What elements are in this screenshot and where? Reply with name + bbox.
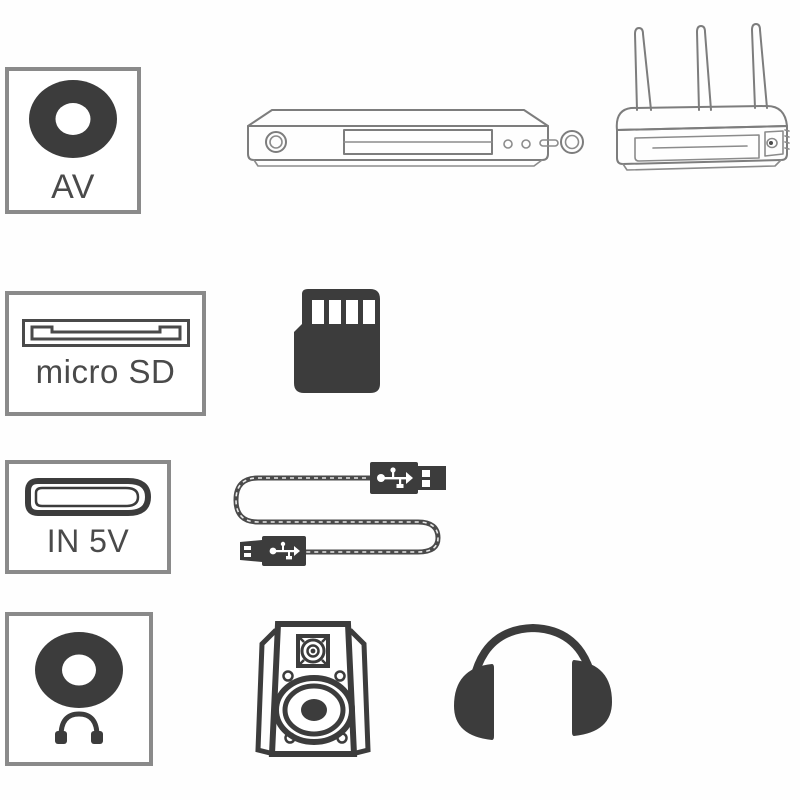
port-box-headphone [5,612,153,766]
headphone-glyph [55,711,103,744]
router-illustration [595,18,795,178]
micro-sd-card-illustration [290,288,382,398]
port-box-micro-sd: micro SD [5,291,206,416]
usb-cable-illustration [222,452,452,570]
micro-sd-slot-icon [21,319,190,347]
port-label-in-5v: IN 5V [46,523,130,559]
headphones-illustration [448,614,618,744]
port-box-in-5v: IN 5V [5,460,171,574]
port-box-av: AV [5,67,141,214]
port-label-av: AV [51,167,95,206]
av-jack-icon [29,79,117,158]
dvd-player-illustration [232,104,584,174]
port-label-micro-sd: micro SD [35,353,176,390]
speaker-illustration [252,614,374,766]
micro-usb-port-icon [25,478,151,516]
headphone-jack-icon [35,632,123,744]
